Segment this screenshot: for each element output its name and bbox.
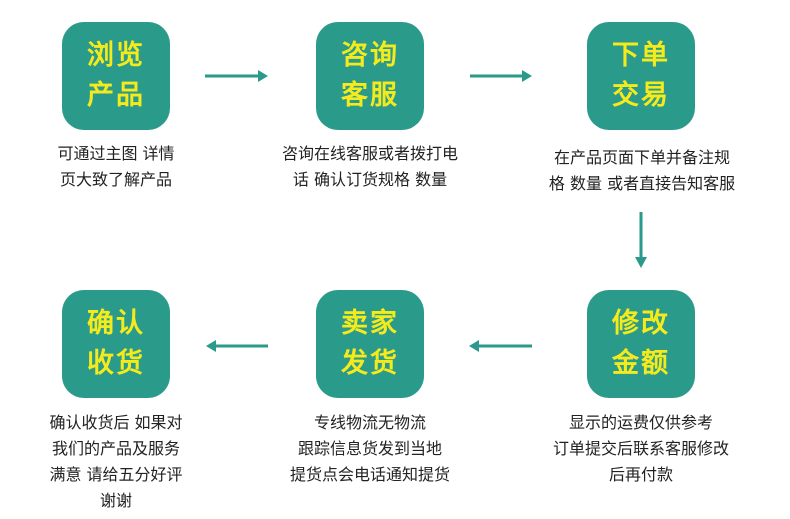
- step-order-box: 下单 交易: [587, 22, 695, 130]
- arrow-down: [635, 212, 647, 268]
- step-consult-box: 咨询 客服: [316, 22, 424, 130]
- desc-line: 显示的运费仅供参考: [568, 413, 713, 432]
- desc-line: 在产品页面下单并备注规: [553, 148, 730, 167]
- step-modify-price-title-line1: 修改: [612, 308, 670, 339]
- desc-line: 满意 请给五分好评: [49, 465, 183, 484]
- step-ship-title-line2: 发货: [341, 348, 399, 379]
- arrow-right-2: [470, 70, 532, 82]
- desc-line: 可通过主图 详情: [57, 144, 175, 163]
- arrow-left-1: [469, 340, 532, 352]
- step-ship-title-line1: 卖家: [341, 308, 399, 339]
- desc-line: 话 确认订货规格 数量: [292, 170, 448, 189]
- step-consult-desc: 咨询在线客服或者拨打电 话 确认订货规格 数量: [240, 141, 500, 193]
- step-browse-title-line2: 产品: [87, 80, 145, 111]
- step-confirm-receipt-desc: 确认收货后 如果对 我们的产品及服务 满意 请给五分好评 谢谢: [16, 410, 216, 514]
- arrow-left-2: [206, 340, 268, 352]
- desc-line: 提货点会电话通知提货: [289, 465, 450, 484]
- step-ship-box: 卖家 发货: [316, 290, 424, 398]
- desc-line: 咨询在线客服或者拨打电: [281, 144, 458, 163]
- step-browse-box: 浏览 产品: [62, 22, 170, 130]
- step-browse-desc: 可通过主图 详情 页大致了解产品: [16, 141, 216, 193]
- desc-line: 后再付款: [608, 465, 673, 484]
- step-browse-title-line1: 浏览: [87, 40, 145, 71]
- step-confirm-receipt-box: 确认 收货: [62, 290, 170, 398]
- desc-line: 确认收货后 如果对: [49, 413, 183, 432]
- step-order-title-line2: 交易: [612, 80, 670, 111]
- step-modify-price-desc: 显示的运费仅供参考 订单提交后联系客服修改 后再付款: [526, 410, 756, 488]
- arrow-right-1: [205, 70, 268, 82]
- desc-line: 我们的产品及服务: [51, 439, 180, 458]
- desc-line: 订单提交后联系客服修改: [552, 439, 729, 458]
- desc-line: 页大致了解产品: [59, 170, 172, 189]
- step-modify-price-box: 修改 金额: [587, 290, 695, 398]
- desc-line: 格 数量 或者直接告知客服: [548, 174, 736, 193]
- desc-line: 专线物流无物流: [313, 413, 426, 432]
- desc-line: 谢谢: [99, 491, 132, 510]
- step-order-title-line1: 下单: [612, 40, 670, 71]
- step-consult-title-line2: 客服: [341, 80, 399, 111]
- step-consult-title-line1: 咨询: [341, 40, 399, 71]
- step-modify-price-title-line2: 金额: [612, 348, 670, 379]
- step-confirm-receipt-title-line1: 确认: [87, 308, 145, 339]
- desc-line: 跟踪信息货发到当地: [297, 439, 442, 458]
- step-ship-desc: 专线物流无物流 跟踪信息货发到当地 提货点会电话通知提货: [260, 410, 480, 488]
- step-confirm-receipt-title-line2: 收货: [87, 348, 145, 379]
- step-order-desc: 在产品页面下单并备注规 格 数量 或者直接告知客服: [512, 145, 772, 197]
